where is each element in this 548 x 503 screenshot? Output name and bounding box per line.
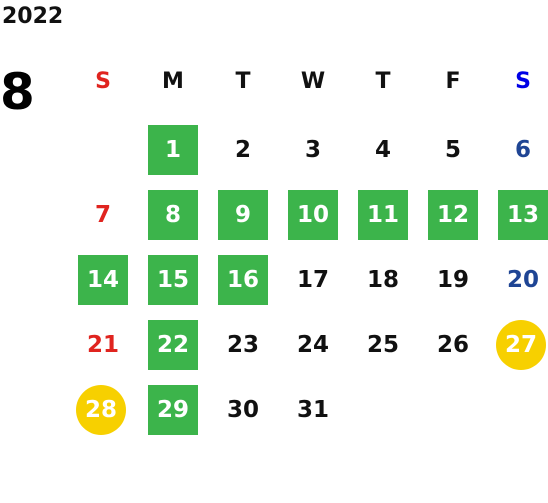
weekday-sunday: S xyxy=(95,68,111,94)
day-cell[interactable]: 11 xyxy=(358,190,408,240)
day-cell[interactable]: 22 xyxy=(148,320,198,370)
weekday-saturday: S xyxy=(515,68,531,94)
day-cell[interactable]: 19 xyxy=(436,267,469,293)
day-cell[interactable]: 18 xyxy=(366,267,399,293)
day-cell[interactable]: 20 xyxy=(506,267,539,293)
day-cell[interactable]: 24 xyxy=(296,332,329,358)
day-cell[interactable]: 6 xyxy=(514,137,531,163)
day-cell[interactable]: 12 xyxy=(428,190,478,240)
weekday-friday: F xyxy=(445,68,461,94)
weekday-monday: M xyxy=(162,68,184,94)
day-cell[interactable]: 21 xyxy=(86,332,119,358)
day-cell[interactable]: 9 xyxy=(218,190,268,240)
day-cell[interactable]: 10 xyxy=(288,190,338,240)
day-cell[interactable]: 2 xyxy=(234,137,251,163)
year-label: 2022 xyxy=(2,4,64,29)
weekday-tuesday: T xyxy=(235,68,251,94)
day-cell[interactable]: 26 xyxy=(436,332,469,358)
day-cell[interactable]: 3 xyxy=(304,137,321,163)
day-cell[interactable]: 5 xyxy=(444,137,461,163)
day-cell[interactable]: 16 xyxy=(218,255,268,305)
day-cell[interactable]: 28 xyxy=(76,385,126,435)
day-cell[interactable]: 31 xyxy=(296,397,329,423)
day-cell[interactable]: 23 xyxy=(226,332,259,358)
day-cell[interactable]: 4 xyxy=(374,137,391,163)
weekday-thursday: T xyxy=(375,68,391,94)
day-cell[interactable]: 14 xyxy=(78,255,128,305)
day-cell[interactable]: 8 xyxy=(148,190,198,240)
weekday-wednesday: W xyxy=(300,68,326,94)
day-cell[interactable]: 1 xyxy=(148,125,198,175)
day-cell[interactable]: 30 xyxy=(226,397,259,423)
day-cell[interactable]: 27 xyxy=(496,320,546,370)
day-cell[interactable]: 15 xyxy=(148,255,198,305)
month-label: 8 xyxy=(0,63,35,121)
day-cell[interactable]: 7 xyxy=(94,202,111,228)
day-cell[interactable]: 25 xyxy=(366,332,399,358)
day-cell[interactable]: 17 xyxy=(296,267,329,293)
day-cell[interactable]: 29 xyxy=(148,385,198,435)
day-cell[interactable]: 13 xyxy=(498,190,548,240)
